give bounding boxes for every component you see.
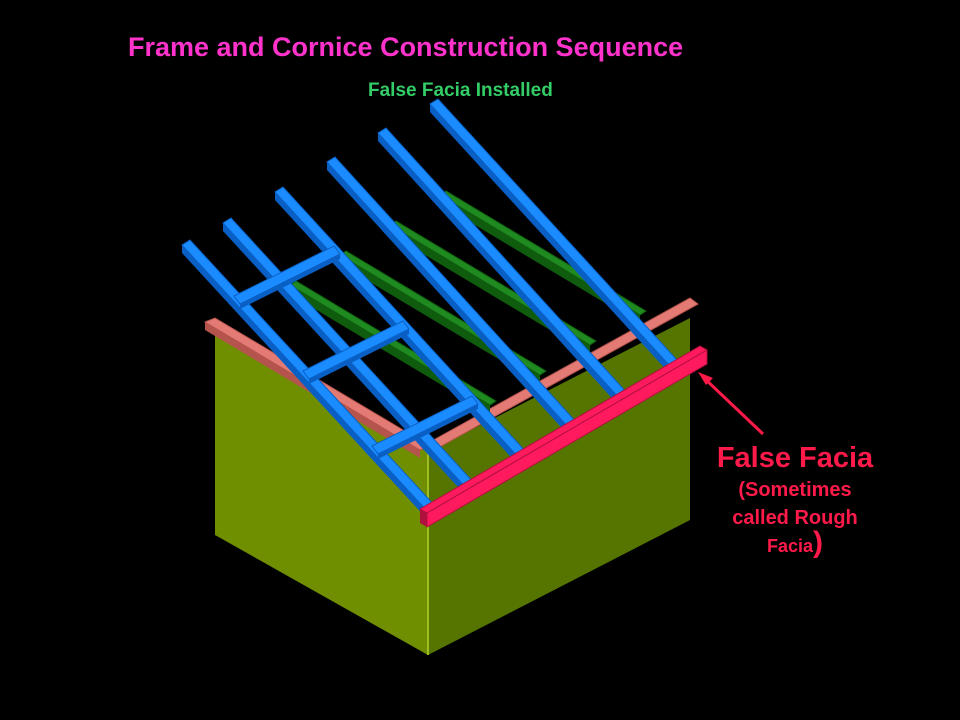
callout-note-line-1: (Sometimes — [738, 479, 852, 501]
rafter-side — [378, 133, 620, 407]
callout-note-line-2: called Rough — [732, 507, 858, 529]
collar-tie-side — [309, 329, 409, 384]
ceiling-joist-side — [440, 195, 640, 324]
callout-label: False Facia — [716, 442, 874, 474]
callout-arrowhead-icon — [698, 372, 713, 385]
callout-note: (Sometimes called Rough Facia) — [690, 476, 900, 560]
ceiling-joist-side — [340, 255, 540, 384]
rafter-side — [182, 245, 428, 520]
page-title: Frame and Cornice Construction Sequence — [128, 32, 684, 62]
callout-note-close: ) — [813, 526, 824, 559]
ceiling-joist-side — [390, 225, 590, 354]
collar-tie-side — [378, 404, 478, 459]
ceiling-joist-side — [290, 285, 490, 414]
ceiling-joists — [289, 190, 647, 414]
false-facia-callout: False Facia (Sometimes called Rough Faci… — [690, 440, 900, 560]
callout-arrow-shaft — [702, 376, 765, 436]
gable-wall — [215, 330, 428, 655]
callout-note-line-3: Facia — [766, 536, 814, 556]
false-facia-board-front — [426, 349, 708, 528]
rafter-side — [430, 104, 670, 374]
callout-note-line-3-wrap: Facia) — [690, 528, 900, 560]
rafter-side — [327, 162, 570, 437]
collar-tie-side — [240, 254, 340, 309]
page-subtitle: False Facia Installed — [368, 80, 553, 101]
false-facia-board-face — [420, 509, 427, 527]
collar-ties — [233, 245, 479, 459]
